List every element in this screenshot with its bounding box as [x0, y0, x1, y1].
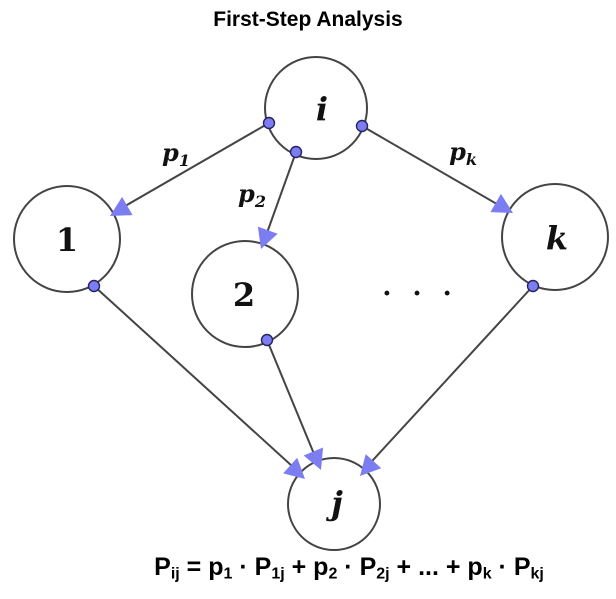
- formula-segment: =: [179, 553, 209, 581]
- node-i-circle: [264, 56, 368, 160]
- edge-i-to-k: [361, 125, 510, 212]
- edge-i-to-1: [112, 122, 270, 214]
- pk-sub: k: [466, 150, 477, 169]
- edge-2-to-j: [266, 339, 320, 467]
- formula-segment: Pkj: [513, 553, 544, 583]
- edge-label-p1: p1: [162, 138, 190, 170]
- p2-sub: 2: [254, 192, 266, 211]
- arrowhead-into-j-from-k: [360, 454, 382, 476]
- edges: [93, 122, 534, 477]
- formula-segment: p1: [208, 553, 233, 583]
- formula: Pij = p1 · P1j + p2 · P2j + ... + pk · P…: [82, 553, 616, 582]
- edge-1-to-j: [93, 285, 304, 477]
- arrowhead-into-j-from-2: [303, 447, 324, 470]
- dot-i-left: [262, 116, 276, 130]
- formula-segment: p2: [313, 553, 338, 583]
- p1-sub: 1: [179, 151, 190, 170]
- dot-1-bottom: [87, 279, 101, 293]
- arrowhead-into-k: [490, 193, 513, 213]
- node-j-circle: [287, 457, 381, 551]
- dot-k-bottom: [526, 279, 540, 293]
- formula-segment: +: [284, 553, 314, 581]
- edge-label-p2: p2: [238, 179, 266, 211]
- arrowhead-into-2: [257, 226, 278, 249]
- arrowheads: [110, 193, 513, 479]
- formula-segment: Pij: [154, 553, 180, 583]
- node-2-label: 2: [233, 276, 255, 314]
- node-1-circle: [13, 185, 121, 293]
- formula-segment: ·: [491, 553, 514, 581]
- edge-start-dots: [87, 116, 540, 347]
- pk-base: p: [449, 137, 466, 166]
- diagram-title: First-Step Analysis: [213, 8, 403, 31]
- formula-segment: pk: [467, 553, 492, 583]
- node-i-label: i: [316, 90, 328, 128]
- node-2-circle: [191, 240, 299, 348]
- arrowhead-into-1: [110, 196, 133, 216]
- edge-i-to-2: [262, 151, 297, 245]
- formula-segment: P2j: [359, 553, 390, 583]
- node-1-label: 1: [56, 221, 78, 259]
- dot-i-right: [355, 119, 369, 133]
- dot-2-bottom: [260, 333, 274, 347]
- p1-base: p: [162, 138, 179, 167]
- edge-label-pk: pk: [449, 137, 477, 169]
- node-k-circle: [501, 183, 609, 291]
- arrowhead-into-j-from-1: [283, 457, 305, 479]
- formula-segment: + ... +: [389, 553, 468, 581]
- formula-segment: ·: [337, 553, 360, 581]
- edge-k-to-j: [361, 285, 534, 473]
- formula-segment: ·: [232, 553, 255, 581]
- dot-i-bottom: [289, 145, 303, 159]
- node-k-label: k: [546, 219, 568, 257]
- formula-segment: P1j: [254, 553, 285, 583]
- ellipsis: · · ·: [382, 279, 457, 309]
- nodes: [13, 56, 609, 551]
- p2-base: p: [238, 179, 255, 208]
